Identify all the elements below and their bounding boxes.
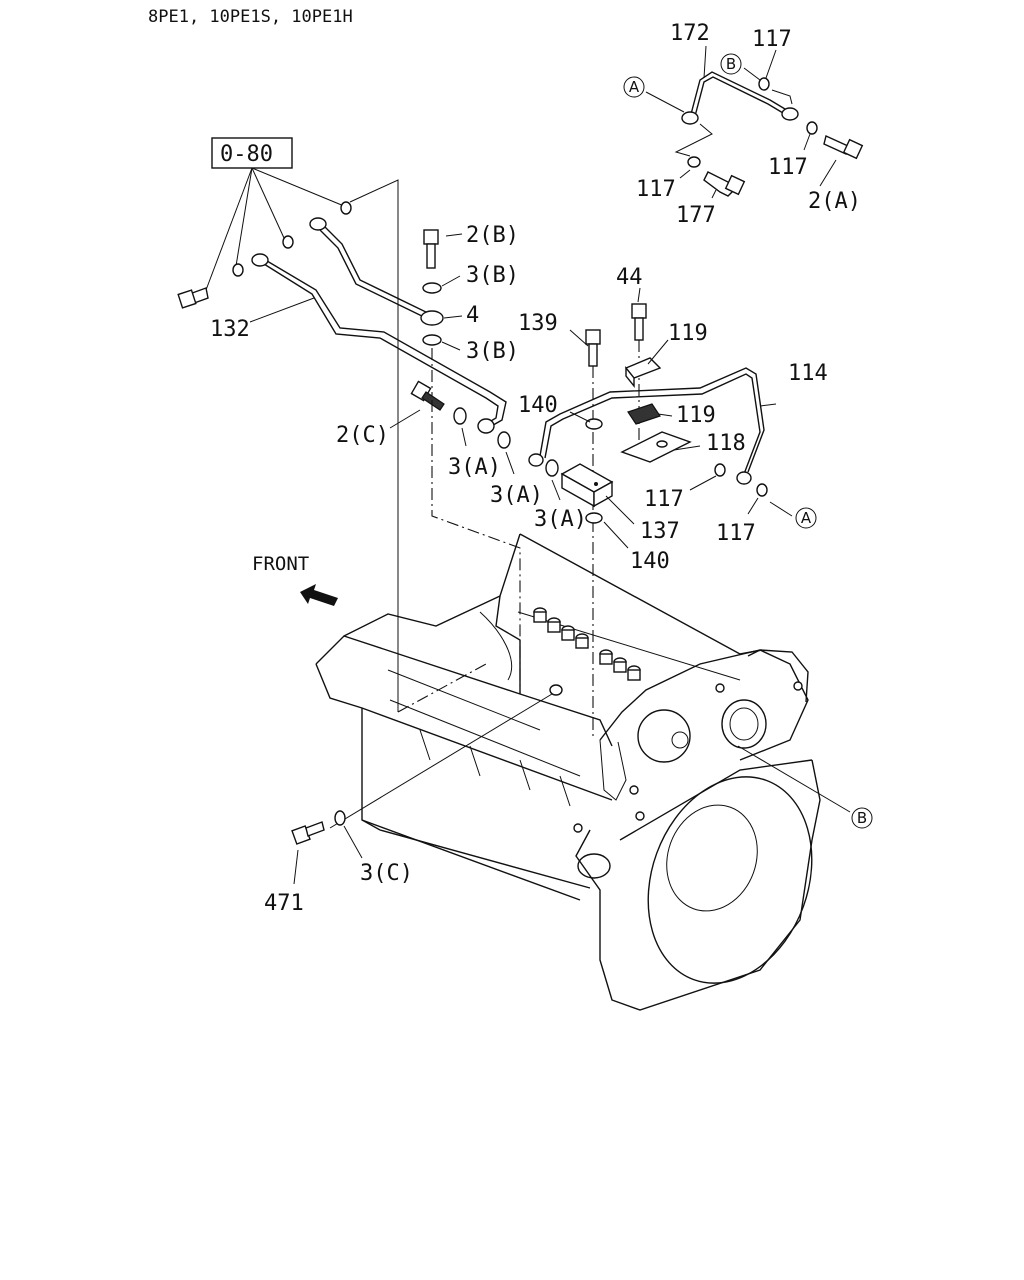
callout-140-bottom: 140: [630, 549, 670, 574]
detail-pipe-172: [674, 71, 799, 157]
connector-a-top-label: A: [629, 78, 640, 96]
washer-140-bottom: [585, 512, 603, 524]
clip-119-top: [624, 357, 662, 388]
callout-117-right: 117: [644, 487, 684, 512]
callout-3a-1: 3(A): [448, 455, 501, 480]
callout-117-mid: 117: [768, 155, 808, 180]
callout-3b-bottom: 3(B): [466, 339, 519, 364]
bolt-44: [631, 303, 647, 452]
washer-3c: [334, 810, 346, 826]
washer-117-top: [758, 77, 770, 91]
callout-177: 177: [676, 203, 716, 228]
eye-bolt-left: [177, 287, 209, 309]
washer-117-left: [687, 156, 701, 168]
callout-172: 172: [670, 21, 710, 46]
washer-0-80-c: [340, 201, 352, 215]
washer-0-80-b: [282, 235, 294, 249]
plate-118: [620, 431, 692, 463]
washer-117-right: [714, 463, 726, 477]
eye-4: [420, 310, 444, 326]
callout-2b: 2(B): [466, 223, 519, 248]
bolt-2b: [423, 229, 439, 269]
bolt-471: [291, 821, 325, 845]
callout-137: 137: [640, 519, 680, 544]
connector-a-top: [623, 76, 645, 98]
washer-3a-2: [497, 431, 511, 449]
connector-b-top: [720, 53, 742, 75]
callout-117-top: 117: [752, 27, 792, 52]
connector-a-right-label: A: [801, 509, 812, 527]
washer-140-top: [585, 418, 603, 430]
washer-0-80-a: [232, 263, 244, 277]
callout-44: 44: [616, 265, 643, 290]
callout-3a-3: 3(A): [534, 507, 587, 532]
connector-b-bottom-label: B: [857, 809, 867, 827]
block-137: [560, 463, 614, 508]
callout-132: 132: [210, 317, 250, 342]
injector-row: [533, 607, 641, 681]
callout-4: 4: [466, 303, 479, 328]
front-arrow-icon: [300, 584, 338, 606]
callout-139: 139: [518, 311, 558, 336]
washer-3b-top: [422, 282, 442, 294]
callout-119-mid: 119: [676, 403, 716, 428]
connector-a-right: [795, 507, 817, 529]
callout-119-top: 119: [668, 321, 708, 346]
bolt-2c: [410, 380, 445, 411]
reference-box-label: 0-80: [220, 142, 273, 167]
callout-2a: 2(A): [808, 189, 861, 214]
connector-b-bottom: [851, 807, 873, 829]
callout-114: 114: [788, 361, 828, 386]
callout-118: 118: [706, 431, 746, 456]
engine-block: [315, 533, 821, 1011]
washer-3b-bottom: [422, 334, 442, 346]
bolt-2a: [823, 135, 864, 160]
bolt-177: [703, 171, 746, 197]
callout-117-bottom: 117: [716, 521, 756, 546]
model-header: 8PE1, 10PE1S, 10PE1H: [148, 7, 353, 27]
callout-3a-2: 3(A): [490, 483, 543, 508]
callout-117-left: 117: [636, 177, 676, 202]
callout-3c: 3(C): [360, 861, 413, 886]
callout-140-top: 140: [518, 393, 558, 418]
callout-2c: 2(C): [336, 423, 389, 448]
washer-117-bottom: [756, 483, 768, 497]
washer-117-mid: [806, 121, 818, 135]
bolt-139: [585, 329, 601, 740]
washer-3a-1: [453, 407, 467, 425]
clip-119-mid: [627, 403, 661, 425]
callout-3b-top: 3(B): [466, 263, 519, 288]
pipe-114: [528, 367, 765, 485]
callout-471: 471: [264, 891, 304, 916]
pipe-132: [251, 217, 507, 434]
front-label: FRONT: [252, 553, 309, 575]
washer-3a-3: [545, 459, 559, 477]
connector-b-top-label: B: [726, 55, 736, 73]
